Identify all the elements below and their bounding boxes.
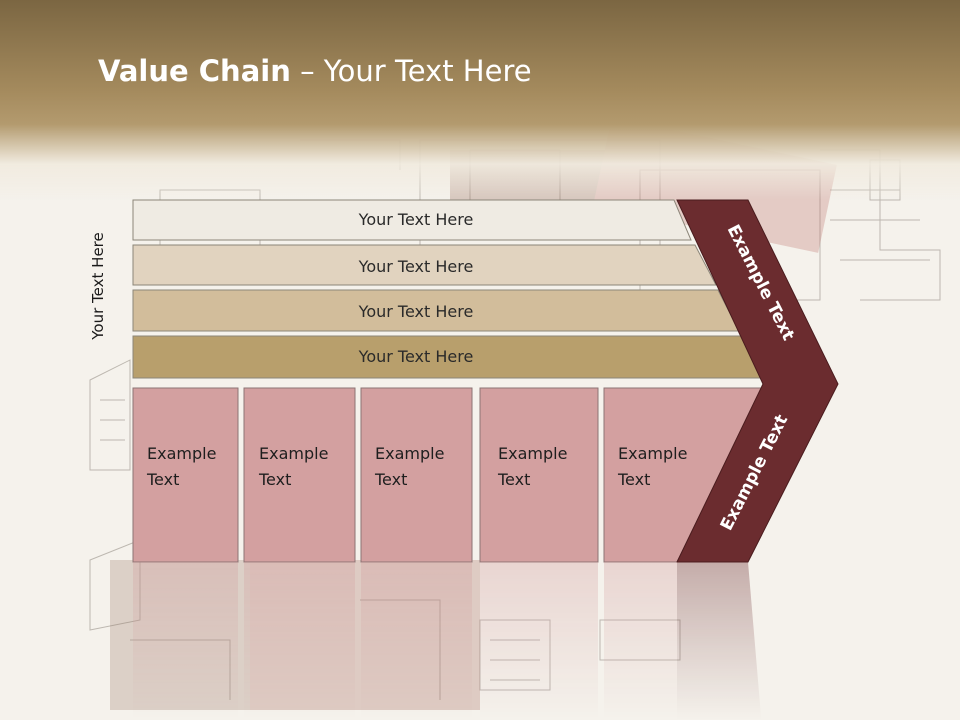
primary-box-2-line2: Text — [258, 470, 291, 489]
primary-box-2-line1: Example — [259, 444, 328, 463]
primary-box-3-line2: Text — [374, 470, 407, 489]
title-bold: Value Chain — [98, 54, 291, 88]
support-row-3-label: Your Text Here — [358, 302, 474, 321]
primary-box-3[interactable]: Example Text — [360, 387, 473, 563]
title-rest: – Your Text Here — [290, 54, 532, 88]
primary-box-3-shape — [360, 387, 473, 563]
primary-box-5-line2: Text — [617, 470, 650, 489]
primary-box-1-line2: Text — [146, 470, 179, 489]
support-row-1[interactable]: Your Text Here — [132, 199, 692, 241]
primary-box-4-line1: Example — [498, 444, 567, 463]
support-row-2[interactable]: Your Text Here — [132, 244, 717, 286]
support-rows: Your Text Here Your Text Here Your Text … — [132, 199, 763, 379]
support-row-2-shape — [132, 244, 717, 286]
primary-box-1[interactable]: Example Text — [132, 387, 239, 563]
header-band — [0, 0, 960, 200]
primary-box-4-line2: Text — [497, 470, 530, 489]
primary-box-1-shape — [132, 387, 239, 563]
support-row-4[interactable]: Your Text Here — [132, 335, 763, 379]
primary-box-2[interactable]: Example Text — [243, 387, 356, 563]
page-title: Value Chain – Your Text Here — [98, 54, 532, 94]
primary-box-5-line1: Example — [618, 444, 687, 463]
primary-box-4-shape — [479, 387, 599, 563]
support-row-2-label: Your Text Here — [358, 257, 474, 276]
primary-box-3-line1: Example — [375, 444, 444, 463]
margin-arrow[interactable]: Example Text Example Text — [676, 199, 839, 563]
support-row-1-label: Your Text Here — [358, 210, 474, 229]
support-row-1-shape — [132, 199, 692, 241]
primary-boxes: Example Text Example Text Example Text E… — [132, 387, 763, 563]
primary-box-4[interactable]: Example Text — [479, 387, 599, 563]
primary-box-1-line1: Example — [147, 444, 216, 463]
primary-box-2-shape — [243, 387, 356, 563]
diagram-reflection — [133, 562, 762, 720]
support-row-4-label: Your Text Here — [358, 347, 474, 366]
support-row-3[interactable]: Your Text Here — [132, 289, 740, 332]
